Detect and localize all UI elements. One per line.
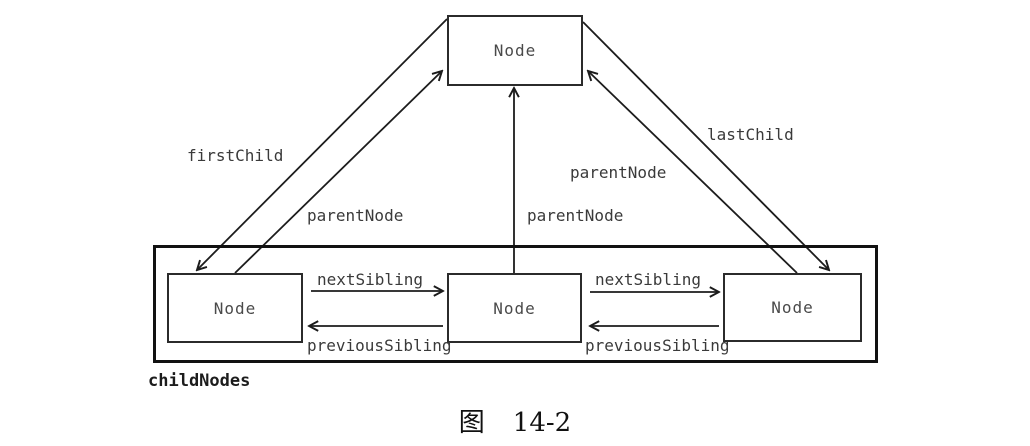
child-node-label-last: Node [771, 298, 814, 317]
edge-label-previoussibling-right: previousSibling [585, 336, 730, 355]
child-node-box-middle: Node [447, 273, 582, 343]
figure-caption-number: 14-2 [512, 408, 572, 438]
edge-label-firstchild: firstChild [187, 146, 284, 165]
parent-node-box: Node [447, 15, 583, 86]
childnodes-label: childNodes [148, 371, 251, 391]
edge-label-lastchild: lastChild [707, 125, 794, 144]
child-node-box-last: Node [723, 273, 862, 342]
figure-caption-label: 图 [458, 408, 485, 438]
child-node-box-first: Node [167, 273, 303, 343]
parentnode-right-arrow [588, 71, 798, 274]
edge-label-parentnode-middle: parentNode [527, 206, 624, 225]
edge-label-nextsibling-right: nextSibling [595, 270, 701, 289]
edge-label-nextsibling-left: nextSibling [317, 270, 423, 289]
child-node-label-first: Node [213, 298, 257, 318]
child-node-label-middle: Node [493, 298, 536, 318]
edge-label-parentnode-right: parentNode [570, 163, 667, 182]
edge-label-previoussibling-left: previousSibling [307, 336, 452, 355]
parentnode-left-arrow [234, 71, 442, 274]
parent-node-label: Node [493, 41, 537, 60]
edge-label-parentnode-left: parentNode [307, 206, 404, 225]
childnodes-container [153, 245, 878, 363]
figure-caption: 图 14-2 [0, 402, 1030, 439]
lastchild-arrow [582, 21, 829, 270]
firstchild-arrow [197, 18, 448, 270]
